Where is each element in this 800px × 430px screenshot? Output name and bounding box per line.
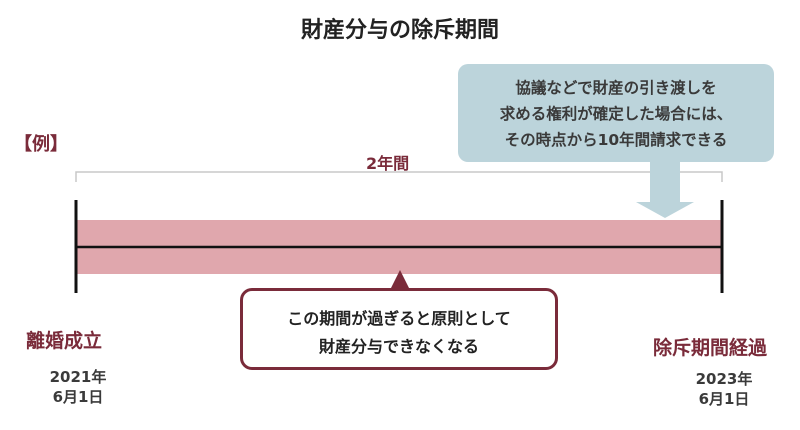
callout-bottom: この期間が過ぎると原則として 財産分与できなくなる (240, 288, 558, 370)
page-title: 財産分与の除斥期間 (300, 18, 499, 43)
callout-top-line: 求める権利が確定した場合には、 (499, 105, 733, 123)
callout-bottom-line: この期間が過ぎると原則として (287, 309, 511, 328)
period-label: 2年間 (366, 154, 410, 173)
end-date-year: 2023年 (695, 370, 753, 388)
callout-top-line: その時点から10年間請求できる (504, 131, 728, 149)
example-label: 【例】 (14, 134, 68, 155)
end-date-day: 6月1日 (698, 390, 750, 408)
callout-top-line: 協議などで財産の引き渡しを (515, 79, 717, 97)
callout-top-arrow (636, 160, 694, 218)
callout-bottom-line: 財産分与できなくなる (318, 337, 479, 356)
start-date-day: 6月1日 (52, 388, 104, 406)
period-bracket (75, 171, 723, 182)
end-event-label: 除斥期間経過 (653, 337, 768, 359)
start-event-label: 離婚成立 (26, 330, 103, 352)
callout-top: 協議などで財産の引き渡しを 求める権利が確定した場合には、 その時点から10年間… (458, 64, 774, 162)
callout-bottom-pointer (390, 270, 410, 290)
start-date-year: 2021年 (49, 368, 107, 386)
